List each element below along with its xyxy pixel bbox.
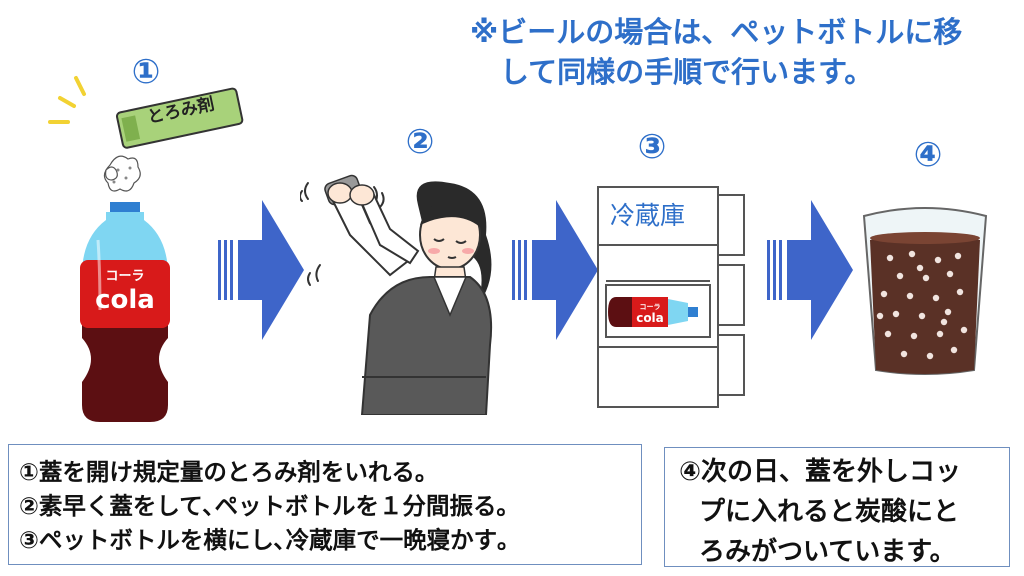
step-3-illustration: コーラ cola bbox=[597, 186, 745, 408]
fridge-label: 冷蔵庫 bbox=[610, 201, 686, 230]
result-box: ④次の日、蓋を外しコッ プに入れると炭酸にと ろみがついています。 bbox=[664, 447, 1010, 567]
instruction-line-2: ②素早く蓋をして､ペットボトルを１分間振る｡ bbox=[19, 492, 509, 520]
bottle-label-cola: cola bbox=[95, 285, 155, 315]
arrow-1-icon bbox=[218, 200, 304, 340]
sparkle-icon bbox=[48, 76, 86, 124]
step-4-number: ④ bbox=[913, 135, 943, 175]
thickener-packet bbox=[115, 87, 244, 149]
step-1-number: ① bbox=[131, 52, 161, 92]
step-4-illustration bbox=[862, 207, 988, 375]
bubbles bbox=[876, 250, 968, 360]
small-bottle-cola: cola bbox=[636, 311, 664, 325]
step-3-number: ③ bbox=[637, 127, 667, 167]
instruction-line-1: ①蓋を開け規定量のとろみ剤をいれる。 bbox=[19, 458, 439, 486]
motion-lines-icon bbox=[300, 182, 385, 286]
bottle-label-kana: コーラ bbox=[105, 269, 144, 284]
result-line-3: ろみがついています。 bbox=[699, 537, 956, 567]
small-bottle-kana: コーラ bbox=[640, 303, 661, 311]
beer-note: ※ビールの場合は、ペットボトルに移 して同様の手順で行います。 bbox=[470, 12, 962, 92]
small-cola-bottle bbox=[608, 297, 698, 327]
beer-note-line1: ※ビールの場合は、ペットボトルに移 bbox=[470, 15, 963, 49]
arrow-2-icon bbox=[512, 200, 598, 340]
instruction-line-3: ③ペットボトルを横にし､冷蔵庫で一晩寝かす｡ bbox=[19, 526, 509, 554]
step-1-illustration: とろみ剤 コーラ cola bbox=[48, 76, 244, 422]
arrow-3-icon bbox=[767, 200, 853, 340]
instructions-box: ①蓋を開け規定量のとろみ剤をいれる。 ②素早く蓋をして､ペットボトルを１分間振る… bbox=[8, 444, 642, 565]
cola-bottle bbox=[80, 202, 170, 422]
powder bbox=[103, 155, 141, 192]
step-2-number: ② bbox=[405, 122, 435, 162]
step-2-illustration bbox=[300, 174, 493, 415]
result-line-2: プに入れると炭酸にと bbox=[699, 497, 960, 527]
result-line-1: ④次の日、蓋を外しコッ bbox=[679, 457, 962, 487]
beer-note-line2: して同様の手順で行います。 bbox=[500, 55, 874, 89]
